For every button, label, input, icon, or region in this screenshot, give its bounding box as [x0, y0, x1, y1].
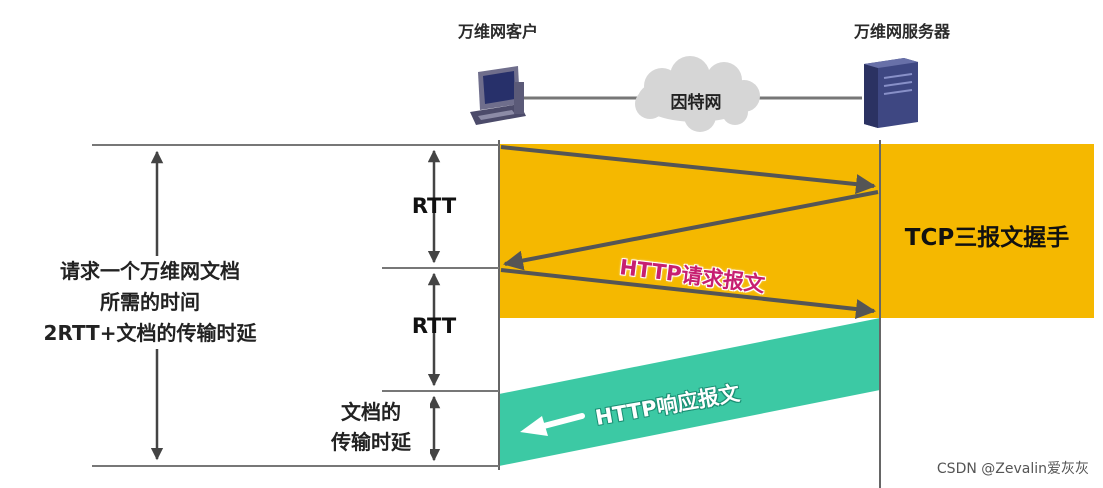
tcp-handshake-label: TCP三报文握手 [904, 225, 1070, 251]
internet-label: 因特网 [670, 93, 722, 113]
doc-transfer-line-1: 文档的 [341, 400, 401, 424]
syn-arrow [500, 145, 876, 195]
rtt-label-first: RTT [411, 194, 457, 218]
tcp-handshake-band [499, 144, 1094, 318]
rtt-label-second: RTT [411, 314, 457, 338]
server-label: 万维网服务器 [853, 22, 951, 41]
doc-transfer-label: 文档的 传输时延 [312, 397, 430, 457]
cloud-icon [635, 56, 760, 132]
computer-icon [470, 66, 526, 125]
total-time-line-1: 请求一个万维网文档 [60, 259, 240, 283]
syn-ack-arrow [503, 190, 879, 271]
watermark: CSDN @Zevalin爱灰灰 [936, 461, 1089, 477]
http-request-arrow [500, 268, 876, 319]
total-time-line-3: 2RTT+文档的传输时延 [43, 321, 257, 345]
client-label: 万维网客户 [457, 22, 539, 41]
response-direction-arrow [520, 413, 585, 436]
server-icon [864, 58, 918, 128]
doc-transfer-line-2: 传输时延 [331, 430, 411, 454]
http-response-band [499, 318, 880, 466]
total-time-label: 请求一个万维网文档 所需的时间 2RTT+文档的传输时延 [2, 256, 298, 349]
total-time-line-2: 所需的时间 [100, 290, 200, 314]
